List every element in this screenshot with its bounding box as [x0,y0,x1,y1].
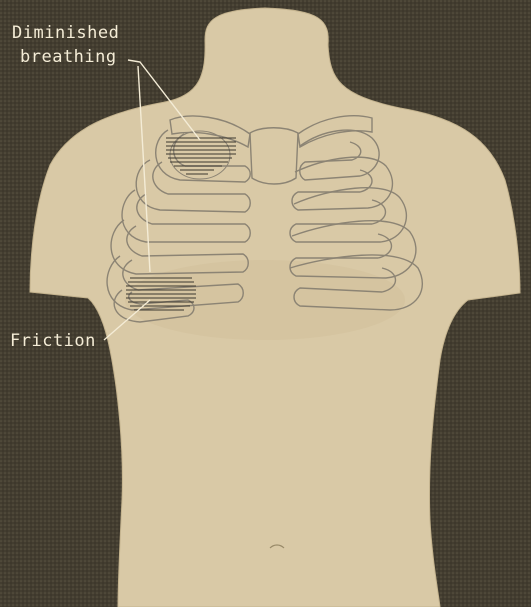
friction-label: Friction [10,331,96,351]
diminished-breathing-label-line2: breathing [20,47,117,67]
diminished-breathing-label-line1: Diminished [12,23,119,43]
chest-shading [125,260,405,340]
